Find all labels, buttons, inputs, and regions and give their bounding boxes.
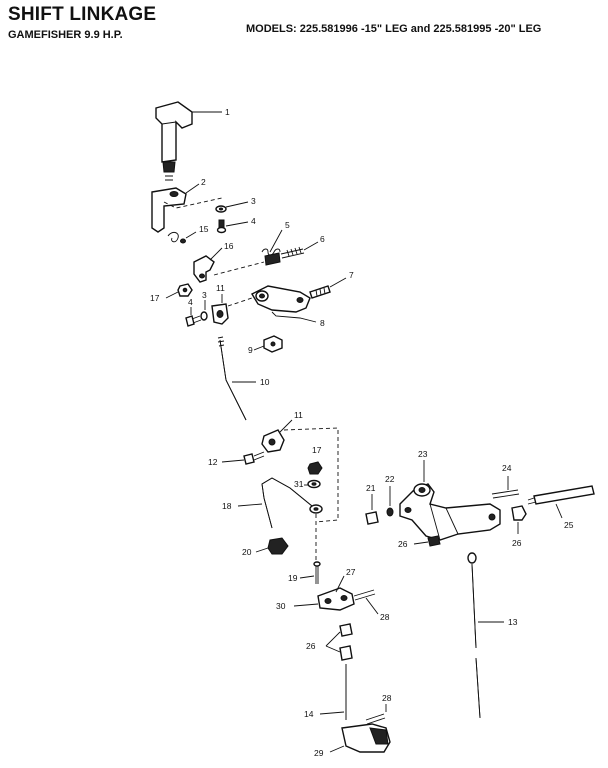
callout-24: 24 [502,463,512,473]
callout-31: 31 [294,479,304,489]
callout-29: 29 [314,748,324,758]
part-11-connector-bottom [261,429,285,453]
callout-4a: 4 [251,216,256,226]
callout-3a: 3 [251,196,256,206]
callout-22: 22 [385,474,395,484]
callout-11b: 11 [294,410,303,420]
callout-9: 9 [248,345,253,355]
callout-10: 10 [260,377,270,387]
callout-11a: 11 [216,283,225,293]
part-23-shift-housing [399,483,501,541]
callout-5: 5 [285,220,290,230]
part-26-nut-right [511,505,527,521]
part-2-shift-arm [151,187,187,233]
part-30-shift-lever-lower [317,587,355,611]
part-26-nuts [339,623,353,661]
part-4-bolt [216,219,227,234]
part-12-screw [243,451,265,465]
part-3-washer [215,205,227,213]
callout-3b: 3 [202,290,207,300]
part-6-stud [280,246,305,259]
callout-18: 18 [222,501,232,511]
callout-19: 19 [288,573,298,583]
callout-26b: 26 [512,538,522,548]
callout-26a: 26 [306,641,316,651]
part-8-shift-lever [251,285,331,313]
diagram-title: SHIFT LINKAGE [8,4,157,25]
callout-4b: 4 [188,297,193,307]
callout-17b: 17 [312,445,322,455]
part-19-cotter-pin [313,561,321,584]
callout-27: 27 [346,567,356,577]
part-20-grommet [267,537,289,555]
callout-25: 25 [564,520,574,530]
part-1-shift-shaft [155,101,193,181]
part-18-bent-rod [261,477,323,529]
part-29-shift-cam [341,723,391,753]
part-26-nut-left [427,535,441,547]
part-21-clip [365,511,379,525]
callout-1: 1 [225,107,230,117]
callout-7: 7 [349,270,354,280]
part-13-shift-rod [467,552,481,719]
part-25-shift-rod [527,485,595,505]
part-10-shift-rod [217,336,247,421]
part-5-spring [261,248,281,266]
part-17-nut [177,283,193,297]
callout-26c: 26 [398,539,408,549]
callout-21: 21 [366,483,376,493]
callout-28a: 28 [380,612,390,622]
models-line: MODELS: 225.581996 -15" LEG and 225.5819… [246,23,542,35]
callout-23: 23 [418,449,428,459]
callout-16: 16 [224,241,234,251]
callout-2: 2 [201,177,206,187]
callout-13: 13 [508,617,518,627]
part-9-nut [263,335,283,353]
part-15-clip [167,231,186,244]
part-3-washer-small [200,311,208,321]
part-22-washer [386,507,394,517]
callout-8: 8 [320,318,325,328]
engine-subtitle: GAMEFISHER 9.9 H.P. [8,29,123,41]
callout-15: 15 [199,224,209,234]
callout-30: 30 [276,601,286,611]
part-28-pin-lower [365,713,386,725]
callout-17a: 17 [150,293,160,303]
callout-12: 12 [208,457,218,467]
part-17-nut-lower [307,461,323,475]
part-11-connector-top [211,303,229,325]
callout-20: 20 [242,547,252,557]
callout-14: 14 [304,709,314,719]
part-24-pin [491,489,520,499]
callout-28b: 28 [382,693,392,703]
part-28-pin-upper [353,589,376,601]
callout-6: 6 [320,234,325,244]
part-16-bracket [193,255,215,283]
part-4-screw [185,315,202,327]
part-31-washer [307,479,321,489]
